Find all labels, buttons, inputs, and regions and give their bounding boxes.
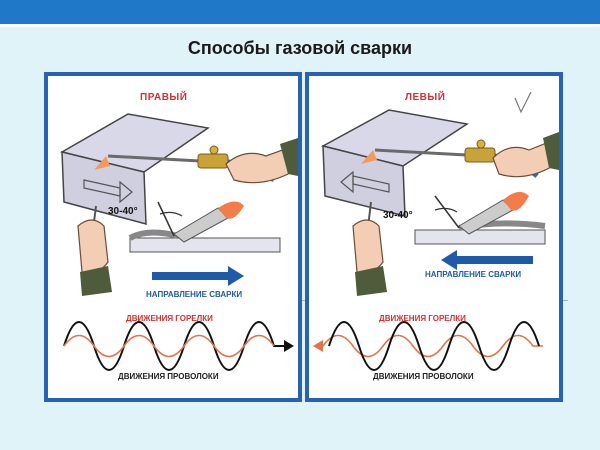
torch-knob-icon <box>476 139 486 149</box>
plate-arrowhead-icon <box>119 180 133 204</box>
direction-arrow-icon <box>152 266 244 286</box>
flame-icon <box>94 156 110 170</box>
angle-label: 30-40° <box>383 210 413 221</box>
wire-wave-arrowhead-icon <box>284 340 294 352</box>
top-bar <box>0 0 600 24</box>
sleeve-icon <box>280 138 298 176</box>
top-bar-divider <box>0 24 600 27</box>
wire-motion-wave <box>328 321 540 371</box>
check-mark-icon <box>514 91 532 114</box>
torch-wave-arrowhead-icon <box>313 340 323 352</box>
flame-icon <box>361 150 377 164</box>
angle-arc <box>434 207 458 213</box>
wire-motion-label: ДВИЖЕНИЯ ПРОВОЛОКИ <box>118 372 219 381</box>
sleeve-wire-icon <box>80 266 112 296</box>
nozzle-icon <box>173 207 229 243</box>
torch-motion-wave <box>322 334 543 358</box>
method-heading: ПРАВЫЙ <box>140 92 188 103</box>
plate-front <box>61 151 147 225</box>
method-heading: ЛЕВЫЙ <box>405 92 446 103</box>
direction-arrow-icon <box>441 250 533 270</box>
hand-torch-icon <box>492 141 554 178</box>
torch-knob-icon <box>209 145 219 155</box>
left-method-illustration <box>313 91 559 371</box>
direction-label: НАПРАВЛЕНИЕ СВАРКИ <box>146 290 243 299</box>
torch-valve-icon <box>464 147 496 163</box>
panel-left-method: ЛЕВЫЙ 30-40° НАПРАВЛЕНИЕ СВАРКИ ДВИЖЕНИЯ… <box>305 72 563 402</box>
angle-line <box>434 195 460 229</box>
sleeve-wire-icon <box>355 266 387 296</box>
right-method-illustration <box>60 113 298 371</box>
hand-torch-icon <box>225 147 293 184</box>
nozzle-icon <box>458 199 514 235</box>
workpiece-bar <box>129 237 281 253</box>
direction-label: НАПРАВЛЕНИЕ СВАРКИ <box>425 270 522 279</box>
nozzle-flame-icon <box>218 201 244 219</box>
sleeve-icon <box>543 132 559 170</box>
wire-motion-label: ДВИЖЕНИЯ ПРОВОЛОКИ <box>373 372 474 381</box>
nozzle-flame-icon <box>503 191 529 211</box>
torch-motion-label: ДВИЖЕНИЯ ГОРЕЛКИ <box>126 314 213 323</box>
torch-motion-label: ДВИЖЕНИЯ ГОРЕЛКИ <box>379 314 466 323</box>
wire-motion-wave <box>63 321 284 371</box>
angle-arc <box>159 211 183 217</box>
torch-motion-wave <box>63 334 275 358</box>
hand-wire-icon <box>77 219 109 274</box>
angle-label: 30-40° <box>108 206 138 217</box>
torch-valve-icon <box>197 153 229 169</box>
hand-wire-icon <box>352 219 384 274</box>
weld-bead-icon <box>128 229 179 241</box>
page-title: Способы газовой сварки <box>187 38 413 58</box>
angle-line <box>157 201 175 237</box>
panel-right-method: ПРАВЫЙ 30-40° НАПРАВЛЕНИЕ СВАРКИ ДВИЖЕНИ… <box>44 72 302 402</box>
workpiece-bar <box>414 229 546 245</box>
plate-arrowhead-icon <box>340 170 354 194</box>
